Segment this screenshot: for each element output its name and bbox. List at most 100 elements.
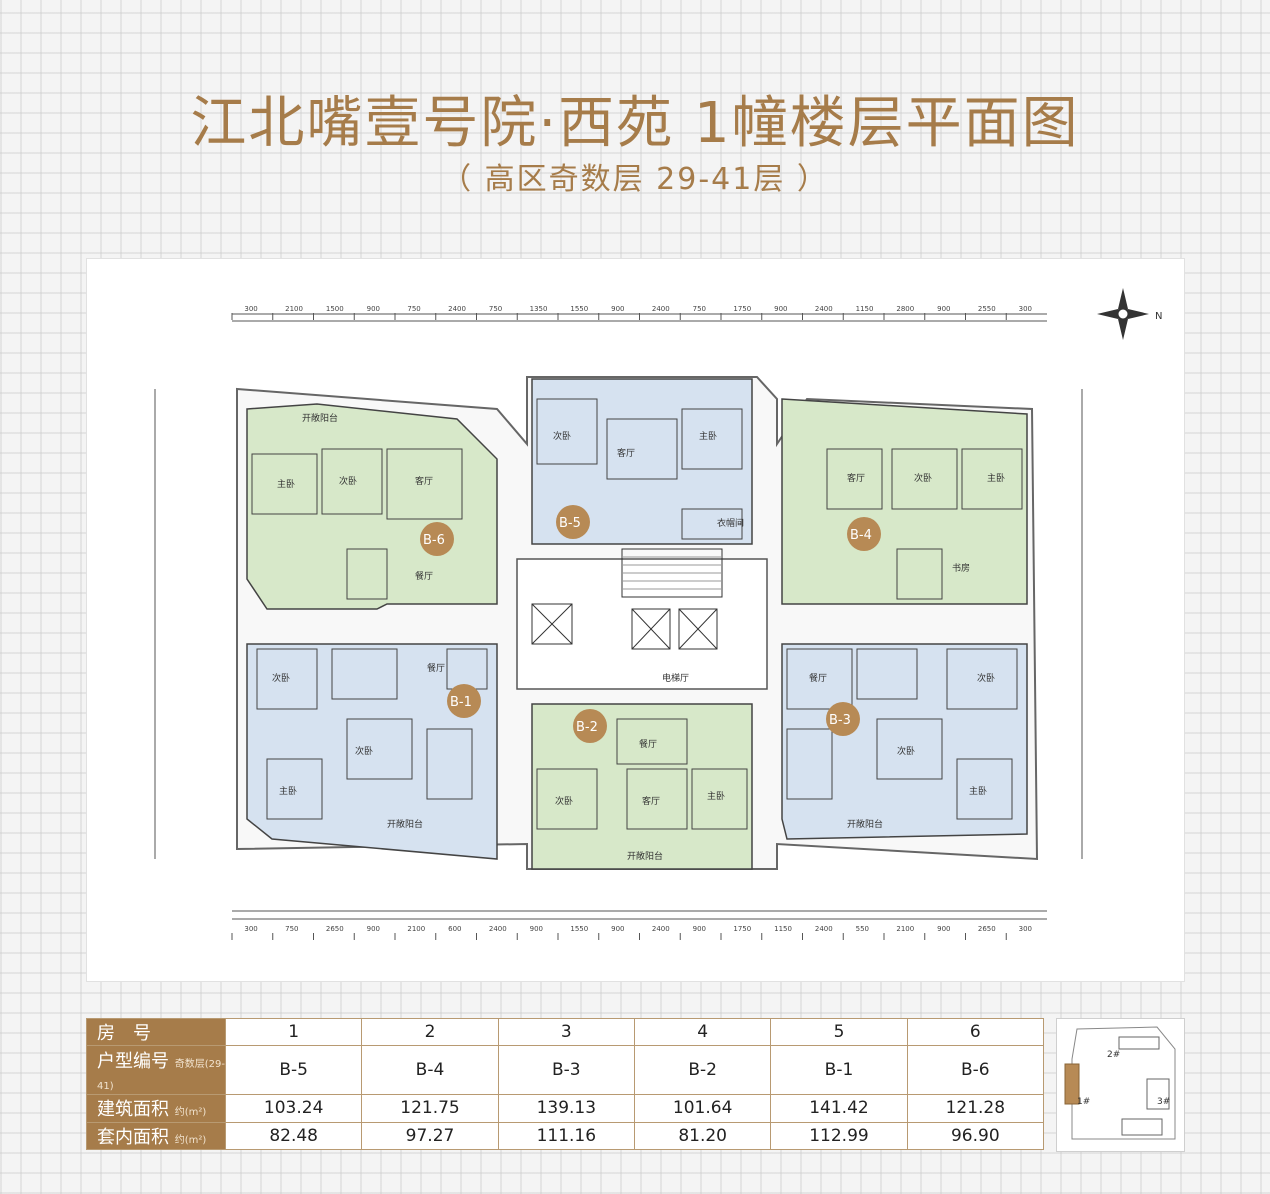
dimension-label: 2650: [978, 925, 996, 933]
row-label-net: 套内面积 约(m²): [86, 1121, 226, 1151]
badge-b2: B-2: [576, 720, 598, 735]
dimension-label: 900: [693, 925, 706, 933]
dimension-label: 2400: [489, 925, 507, 933]
dimension-label: 1750: [733, 925, 751, 933]
badge-b1: B-1: [450, 695, 472, 710]
table-row: 套内面积 约(m²) 82.48 97.27 111.16 81.20 112.…: [86, 1121, 1045, 1151]
dimension-label: 2400: [815, 925, 833, 933]
badge-b5: B-5: [559, 516, 581, 531]
room-label: 主卧: [969, 785, 987, 797]
table-cell: B-4: [361, 1045, 499, 1096]
dimension-label: 900: [774, 305, 787, 313]
room-label: 主卧: [279, 785, 297, 797]
elevator-hall-label: 电梯厅: [662, 672, 689, 684]
room-label: 主卧: [707, 790, 725, 802]
dimension-label: 550: [856, 925, 869, 933]
dimension-label: 2400: [448, 305, 466, 313]
dimension-label: 300: [244, 925, 257, 933]
dimension-label: 750: [407, 305, 420, 313]
table-cell: B-6: [906, 1045, 1045, 1096]
table-row: 房 号 1 2 3 4 5 6: [86, 1017, 1045, 1047]
minimap-label-3: 3#: [1157, 1097, 1170, 1107]
badge-b4: B-4: [850, 528, 872, 543]
table-row: 建筑面积 约(m²) 103.24 121.75 139.13 101.64 1…: [86, 1094, 1045, 1123]
dimension-label: 900: [611, 925, 624, 933]
unit-b2-area: [531, 703, 753, 870]
dimension-label: 300: [1019, 925, 1032, 933]
table-cell: 121.28: [906, 1094, 1045, 1123]
room-label: 次卧: [339, 475, 357, 487]
row-label-net-unit: 约(m²): [174, 1134, 207, 1146]
room-label: 开敞阳台: [387, 818, 423, 830]
table-cell: 111.16: [497, 1121, 635, 1151]
room-label: 开敞阳台: [847, 818, 883, 830]
row-label-gross-text: 建筑面积: [97, 1099, 169, 1121]
room-label: 开敞阳台: [627, 850, 663, 862]
dimension-label: 750: [693, 305, 706, 313]
table-cell: 81.20: [633, 1121, 772, 1151]
row-label-room-no: 房 号: [86, 1017, 226, 1047]
compass-icon: N: [1097, 288, 1162, 340]
dimension-label: 2400: [652, 925, 670, 933]
room-label: 次卧: [555, 795, 573, 807]
table-cell: B-5: [224, 1045, 363, 1096]
unit-b5-area: [531, 378, 753, 545]
room-label: 客厅: [847, 472, 865, 484]
dimension-label: 900: [611, 305, 624, 313]
dimension-label: 900: [937, 925, 950, 933]
room-label: 次卧: [977, 672, 995, 684]
table-cell: 2: [361, 1017, 499, 1047]
room-label: 书房: [952, 562, 970, 574]
dimension-label: 750: [489, 305, 502, 313]
row-label-gross-unit: 约(m²): [174, 1107, 207, 1119]
area-table: 房 号 1 2 3 4 5 6 户型编号 奇数层(29-41) B-5 B-4 …: [86, 1017, 1045, 1151]
room-label: 次卧: [914, 472, 932, 484]
table-cell: B-3: [497, 1045, 635, 1096]
page-title: 江北嘴壹号院·西苑 1幢楼层平面图: [190, 91, 1080, 156]
table-cell: B-1: [770, 1045, 908, 1096]
table-cell: 101.64: [633, 1094, 772, 1123]
dimension-label: 600: [448, 925, 461, 933]
dimension-label: 1500: [326, 305, 344, 313]
room-label: 客厅: [415, 475, 433, 487]
table-cell: 5: [770, 1017, 908, 1047]
table-cell: 121.75: [361, 1094, 499, 1123]
dimension-label: 2550: [978, 305, 996, 313]
table-cell: 112.99: [770, 1121, 908, 1151]
minimap-label-2: 2#: [1107, 1050, 1120, 1060]
dimension-label: 900: [937, 305, 950, 313]
table-cell: 96.90: [906, 1121, 1045, 1151]
table-cell: 103.24: [224, 1094, 363, 1123]
room-label: 餐厅: [415, 570, 433, 582]
badge-b3: B-3: [829, 713, 851, 728]
table-cell: 97.27: [361, 1121, 499, 1151]
room-label: 次卧: [355, 745, 373, 757]
room-label: 主卧: [987, 472, 1005, 484]
table-cell: 4: [633, 1017, 772, 1047]
dimension-label: 2400: [815, 305, 833, 313]
row-label-net-text: 套内面积: [97, 1126, 169, 1148]
room-label: 开敞阳台: [302, 412, 338, 424]
dimension-label: 1150: [774, 925, 792, 933]
unit-b4-area: [781, 398, 1028, 605]
dimension-label: 2400: [652, 305, 670, 313]
dimension-label: 900: [367, 305, 380, 313]
table-cell: 141.42: [770, 1094, 908, 1123]
site-minimap-drawing: 2# 1# 3#: [1064, 1026, 1176, 1140]
room-label: 次卧: [272, 672, 290, 684]
dimension-label: 1550: [570, 305, 588, 313]
room-label: 主卧: [699, 430, 717, 442]
table-cell: 1: [224, 1017, 363, 1047]
room-label: 餐厅: [639, 738, 657, 750]
unit-b6-area: [246, 403, 498, 610]
minimap-label-1: 1#: [1077, 1097, 1090, 1107]
dimension-label: 1150: [856, 305, 874, 313]
area-table-grid: 房 号 1 2 3 4 5 6 户型编号 奇数层(29-41) B-5 B-4 …: [86, 1017, 1045, 1151]
dimension-label: 2100: [896, 925, 914, 933]
dimension-label: 2650: [326, 925, 344, 933]
unit-b1-area: [246, 643, 498, 860]
row-label-type-note: 奇数层(29-41): [97, 1058, 225, 1092]
dimension-label: 2100: [285, 305, 303, 313]
